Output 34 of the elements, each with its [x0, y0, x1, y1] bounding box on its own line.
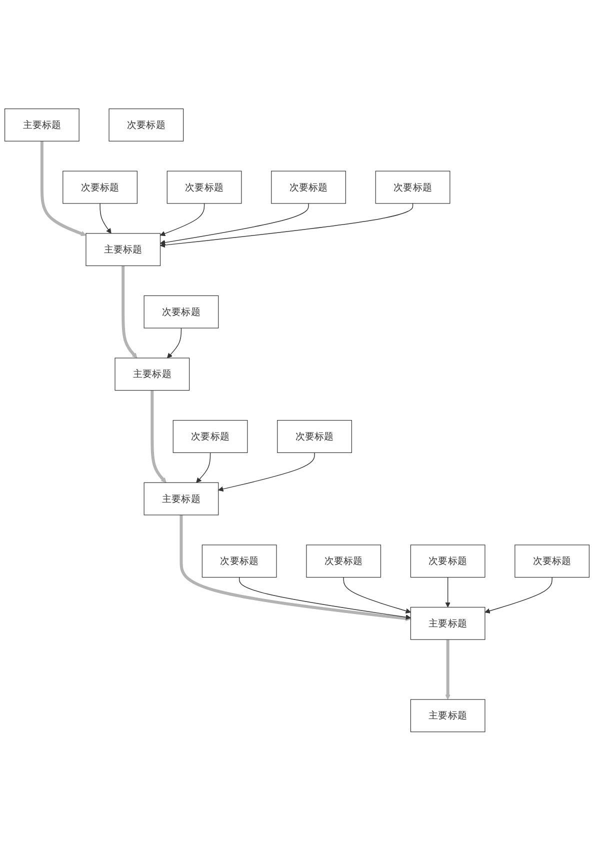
node-box: 次要标题: [306, 544, 382, 578]
node-box: 次要标题: [62, 170, 138, 204]
arrow: [160, 203, 309, 246]
node-box: 次要标题: [410, 544, 486, 578]
node-box: 次要标题: [514, 544, 590, 578]
node-box: 主要标题: [144, 482, 219, 516]
arrow: [218, 452, 315, 492]
node-box: 主要标题: [410, 607, 486, 640]
node-box: 次要标题: [375, 170, 450, 204]
node-box: 主要标题: [114, 358, 190, 391]
arrow: [484, 577, 552, 614]
node-box: 次要标题: [277, 420, 352, 454]
node-box: 主要标题: [4, 108, 80, 142]
arrow: [160, 203, 205, 236]
node-box: 次要标题: [144, 296, 219, 329]
node-box: 主要标题: [410, 699, 486, 732]
node-box: 主要标题: [86, 233, 161, 266]
node-box: 次要标题: [108, 108, 184, 142]
arrow: [150, 390, 166, 484]
arrow: [40, 141, 86, 236]
arrow: [238, 577, 411, 620]
arrow: [160, 203, 414, 248]
arrow: [445, 577, 450, 608]
arrow: [167, 328, 182, 358]
node-box: 次要标题: [202, 544, 277, 578]
arrow: [122, 266, 138, 358]
arrow: [196, 452, 211, 484]
arrow: [180, 515, 411, 622]
arrow: [445, 640, 450, 700]
node-box: 次要标题: [166, 170, 242, 204]
node-box: 次要标题: [172, 420, 248, 454]
arrow: [100, 203, 112, 234]
node-box: 次要标题: [271, 170, 346, 204]
arrow: [343, 577, 411, 614]
